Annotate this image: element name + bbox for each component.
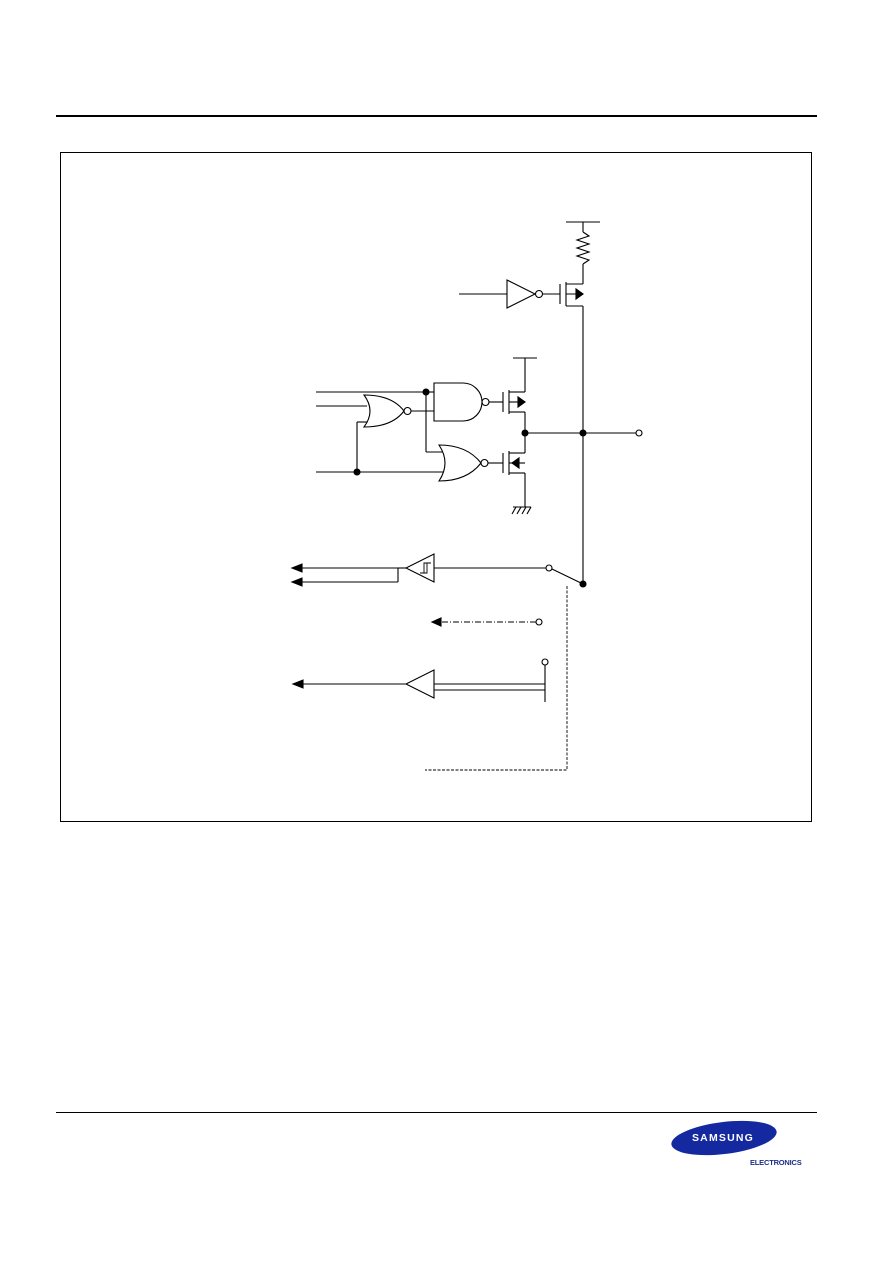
samsung-logo	[671, 1120, 777, 1156]
figure-frame	[60, 152, 812, 822]
analog-buffer	[291, 658, 549, 702]
schmitt-trigger-buffer	[290, 553, 546, 587]
output-node	[521, 429, 643, 437]
pull-up-resistor	[566, 221, 600, 284]
footer-rule	[56, 1112, 817, 1113]
logo-subtitle: ELECTRONICS	[750, 1158, 802, 1167]
nor-gate-2	[425, 392, 503, 482]
ground-symbol	[511, 506, 532, 515]
input-switch	[545, 564, 587, 588]
nor-gate-1	[362, 394, 434, 428]
nand-gate	[426, 382, 503, 422]
header-rule	[56, 115, 817, 117]
dotted-control-line	[425, 586, 568, 771]
dashed-path	[430, 617, 543, 627]
pull-up-control	[459, 279, 584, 584]
logo-wordmark: SAMSUNG	[691, 1132, 755, 1144]
nmos-transistor	[502, 451, 526, 507]
pmos-transistor	[502, 357, 537, 453]
